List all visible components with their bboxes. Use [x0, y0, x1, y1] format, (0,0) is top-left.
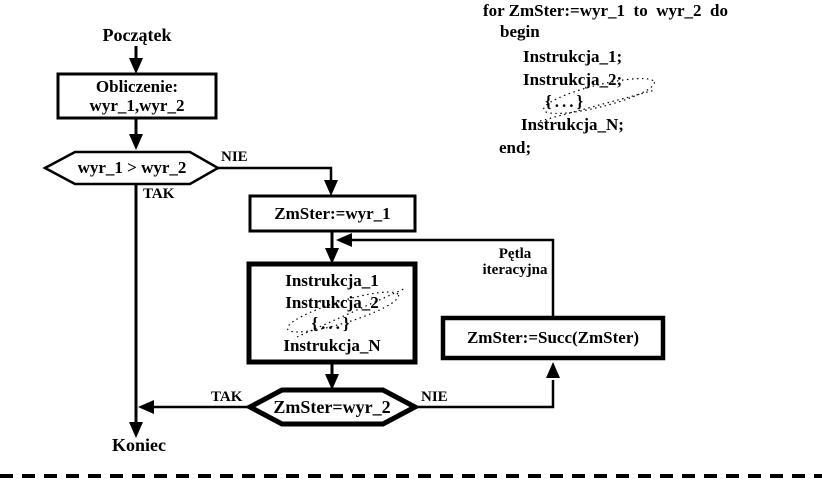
main-exit-arrowhead [129, 422, 143, 438]
no-branch-top-arrowhead [324, 180, 338, 196]
succ-box-label: ZmSter:=Succ(ZmSter) [466, 328, 640, 347]
body-box-shape [246, 261, 418, 365]
code-listing: for ZmSter:=wyr_1 to wyr_2 do begin Inst… [483, 0, 813, 160]
dotted-annotation-code [543, 77, 655, 115]
body-box-line1: Instrukcja_1 [285, 271, 379, 290]
start-arrowhead [129, 58, 143, 74]
dotted-annotation-body [286, 291, 400, 333]
loop-return-arrowhead [336, 233, 352, 247]
compute-box: Obliczenie: wyr_1,wyr_2 [58, 74, 216, 118]
compute-to-decision-arrowhead [129, 134, 143, 150]
code-line-instr1: Instrukcja_1; [523, 47, 623, 66]
code-line-begin: begin [500, 22, 540, 41]
decision-top-yes-label: TAK [143, 186, 175, 202]
init-to-body-arrowhead [325, 248, 339, 264]
yes-branch-bottom-arrowhead [138, 400, 154, 414]
body-to-decision-arrowhead [325, 374, 339, 390]
body-box-line2: Instrukcja_2 [285, 292, 379, 312]
code-line-end: end; [499, 138, 532, 157]
code-line-instrN: Instrukcja_N; [521, 115, 624, 134]
no-branch-bottom-arrowhead [546, 362, 560, 378]
decision-bottom-no-label: NIE [421, 389, 448, 405]
succ-box-shape [440, 315, 666, 361]
loop-annotation-line1: Pętla [498, 246, 532, 262]
compute-box-line1: Obliczenie: [95, 77, 179, 96]
code-line-instr2: Instrukcja_2; [523, 70, 623, 89]
compute-box-shape [56, 72, 218, 120]
compute-box-line2: wyr_1,wyr_2 [89, 96, 185, 115]
body-box-lineN: Instrukcja_N [283, 335, 381, 355]
decision-top-no-label: NIE [221, 149, 248, 165]
code-line-ellipsis: {...} [545, 92, 587, 111]
decision-bottom-label: ZmSter=wyr_2 [273, 397, 391, 417]
start-label: Początek [102, 25, 172, 45]
no-branch-top-line [218, 166, 333, 182]
loop-annotation-line2: iteracyjna [482, 262, 548, 278]
end-label: Koniec [112, 435, 166, 455]
code-line-for: for ZmSter:=wyr_1 to wyr_2 do [483, 1, 728, 20]
init-box-shape [248, 194, 417, 233]
init-box-label: ZmSter:=wyr_1 [274, 203, 391, 223]
decision-top-label: wyr_1 > wyr_2 [77, 158, 187, 177]
body-box-ellipsis: {...} [311, 314, 353, 333]
no-branch-bottom-line [415, 380, 555, 409]
loop-return-line [352, 238, 555, 318]
body-box: Instrukcja_1 Instrukcja_2 {...} Instrukc… [249, 264, 415, 362]
decision-bottom-yes-label: TAK [211, 389, 243, 405]
